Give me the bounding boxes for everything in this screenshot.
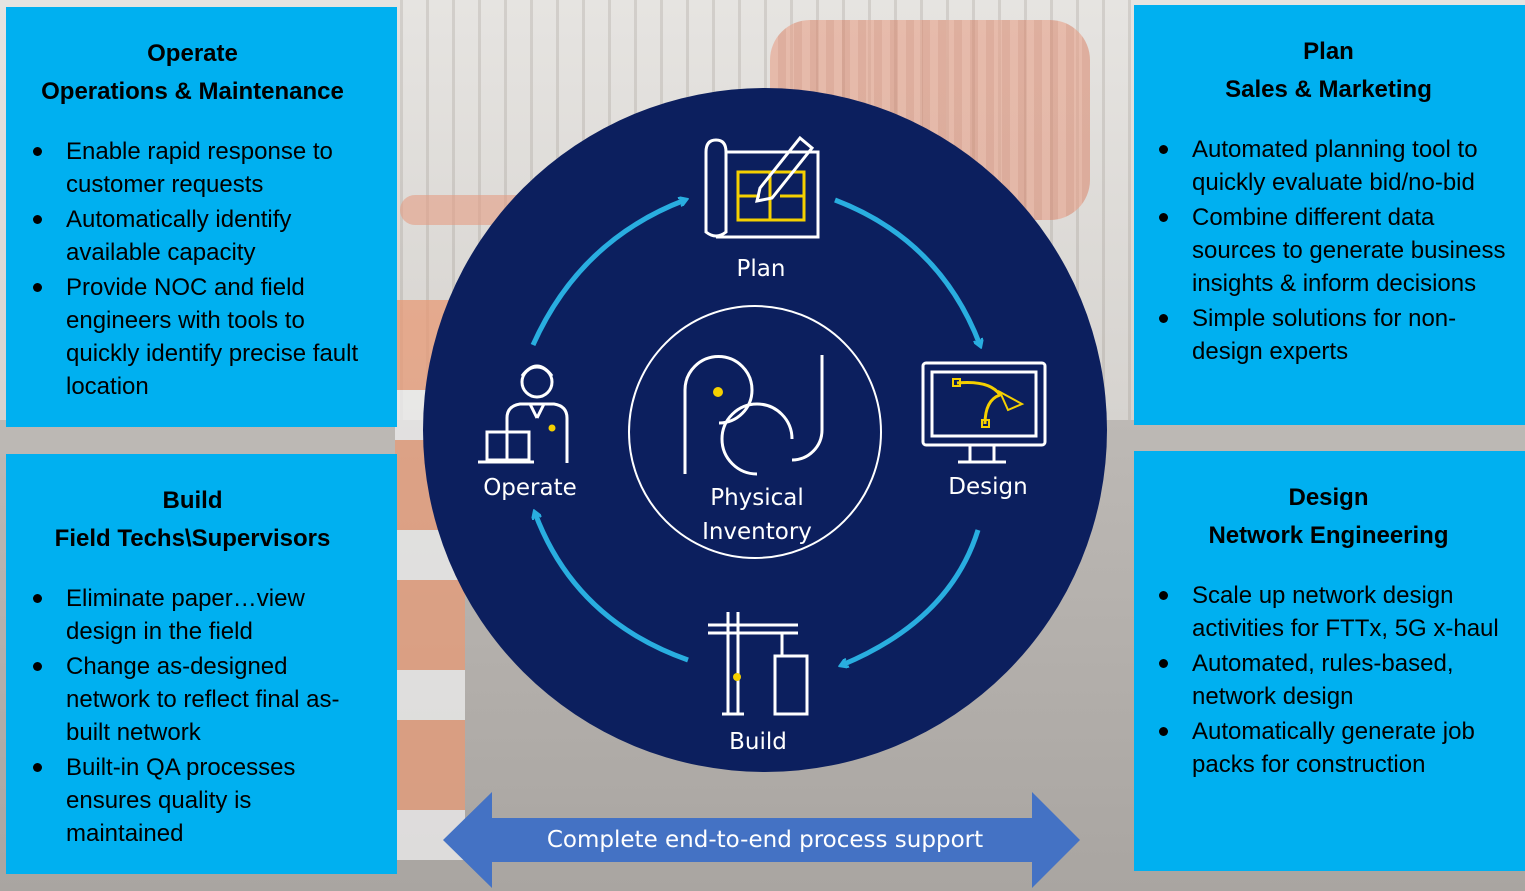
build-bullet-list: Eliminate paper…view design in the field…: [12, 582, 373, 850]
list-item: Automated planning tool to quickly evalu…: [1138, 133, 1519, 199]
physical-inventory-circle: [628, 305, 882, 559]
list-item: Eliminate paper…view design in the field: [12, 582, 373, 648]
cycle-circle: [423, 88, 1107, 772]
build-node-label: Build: [729, 729, 787, 755]
design-node-label: Design: [948, 474, 1027, 500]
list-item: Combine different data sources to genera…: [1138, 201, 1519, 300]
operate-node-label: Operate: [483, 475, 577, 501]
list-item: Simple solutions for non-design experts: [1138, 302, 1519, 368]
design-bullet-list: Scale up network design activities for F…: [1138, 579, 1519, 781]
blueprint-icon: [704, 135, 820, 239]
operate-panel-subtitle: Operations & Maintenance: [41, 78, 344, 105]
design-panel-subtitle: Network Engineering: [1208, 522, 1449, 549]
arrow-design-to-build: [842, 529, 981, 665]
operate-panel-title: Operate: [147, 40, 238, 67]
plan-panel-title: Plan: [1303, 38, 1354, 65]
center-label-line1: Physical: [710, 485, 804, 511]
list-item: Automatically generate job packs for con…: [1138, 715, 1519, 781]
list-item: Built-in QA processes ensures quality is…: [12, 751, 373, 850]
plan-panel: Plan Sales & Marketing Automated plannin…: [1134, 5, 1525, 425]
arrow-operate-to-plan: [530, 200, 685, 347]
engineer-laptop-icon: [478, 364, 569, 464]
center-label-line2: Inventory: [702, 519, 812, 545]
operate-bullet-list: Enable rapid response to customer reques…: [12, 135, 373, 403]
list-item: Provide NOC and field engineers with too…: [12, 271, 373, 403]
plan-panel-subtitle: Sales & Marketing: [1225, 76, 1432, 103]
build-panel: Build Field Techs\Supervisors Eliminate …: [6, 454, 397, 874]
arrow-build-to-operate: [535, 513, 689, 663]
list-item: Enable rapid response to customer reques…: [12, 135, 373, 201]
footer-double-arrow: [443, 792, 1080, 888]
list-item: Automatically identify available capacit…: [12, 203, 373, 269]
list-item: Change as-designed network to reflect fi…: [12, 650, 373, 749]
footer-arrow-label: Complete end-to-end process support: [546, 827, 984, 853]
design-panel-title: Design: [1288, 484, 1369, 511]
design-panel: Design Network Engineering Scale up netw…: [1134, 451, 1525, 871]
operate-panel: Operate Operations & Maintenance Enable …: [6, 7, 397, 427]
crane-icon: [708, 612, 809, 716]
build-panel-title: Build: [162, 487, 223, 514]
physical-inventory-logo: [683, 355, 824, 476]
arrow-plan-to-design: [834, 197, 980, 345]
build-panel-subtitle: Field Techs\Supervisors: [54, 525, 331, 552]
monitor-design-icon: [921, 361, 1047, 464]
plan-bullet-list: Automated planning tool to quickly evalu…: [1138, 133, 1519, 368]
list-item: Scale up network design activities for F…: [1138, 579, 1519, 645]
plan-node-label: Plan: [737, 256, 786, 282]
list-item: Automated, rules-based, network design: [1138, 647, 1519, 713]
